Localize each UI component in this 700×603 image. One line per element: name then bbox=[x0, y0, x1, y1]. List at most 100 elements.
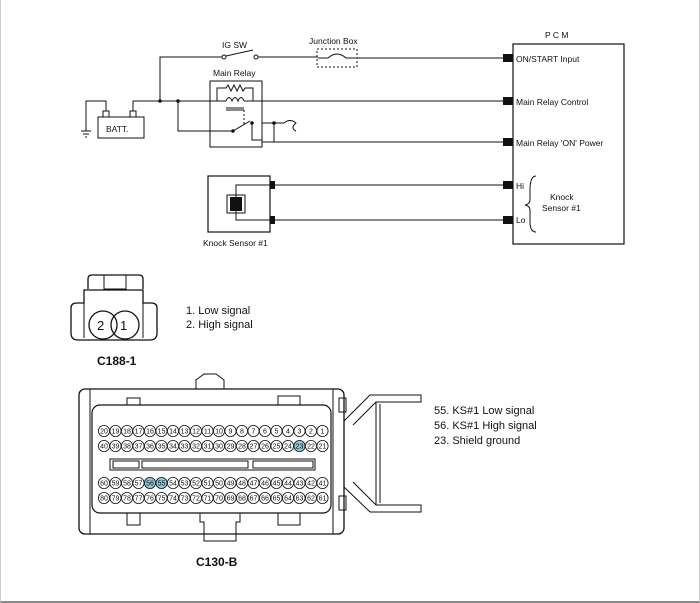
c130-pin-label-9: 9 bbox=[229, 428, 233, 435]
pcm-module: P C M ON/START Input Main Relay Control … bbox=[503, 30, 625, 245]
c130-name: C130-B bbox=[196, 555, 238, 569]
c130-pin-label-5: 5 bbox=[275, 428, 279, 435]
c130-pin-label-2: 2 bbox=[309, 428, 313, 435]
c130-pin-label-48: 48 bbox=[238, 480, 246, 487]
c130-pin-label-53: 53 bbox=[181, 480, 189, 487]
c130-pin-label-54: 54 bbox=[169, 480, 177, 487]
c130-pin-label-10: 10 bbox=[215, 428, 223, 435]
c130-pin-label-28: 28 bbox=[238, 443, 246, 450]
c130-pin-label-8: 8 bbox=[240, 428, 244, 435]
c130-pin-label-75: 75 bbox=[158, 495, 166, 502]
c130-pin-label-35: 35 bbox=[158, 443, 166, 450]
c130-pin-label-24: 24 bbox=[284, 443, 292, 450]
c130-pin-label-34: 34 bbox=[169, 443, 177, 450]
c130-pin-label-62: 62 bbox=[307, 495, 315, 502]
pcm-pin-on-start: ON/START Input bbox=[516, 54, 580, 64]
c130-pin-label-61: 61 bbox=[319, 495, 327, 502]
c188-name: C188-1 bbox=[97, 354, 137, 368]
c130-legend-1: 55. KS#1 Low signal bbox=[434, 405, 534, 417]
c130-pin-label-45: 45 bbox=[273, 480, 281, 487]
connector-c188-1: 2 1 C188-1 1. Low signal 2. High signal bbox=[70, 274, 253, 368]
c130-pin-label-36: 36 bbox=[146, 443, 154, 450]
knock-sensor-pcm-line2: Sensor #1 bbox=[542, 203, 581, 213]
power-wiring: BATT. IG SW Junction Box Main Relay bbox=[81, 36, 503, 148]
c130-pin-label-78: 78 bbox=[123, 495, 131, 502]
pcm-title: P C M bbox=[545, 30, 568, 40]
c130-pin-label-11: 11 bbox=[204, 428, 211, 435]
c130-pin-label-65: 65 bbox=[273, 495, 281, 502]
knock-sensor-pcm-line1: Knock bbox=[550, 192, 574, 202]
c130-pin-label-25: 25 bbox=[273, 443, 281, 450]
c130-pin-label-50: 50 bbox=[215, 480, 223, 487]
c130-pin-label-6: 6 bbox=[263, 428, 267, 435]
c130-pin-label-69: 69 bbox=[227, 495, 235, 502]
c130-pin-label-79: 79 bbox=[112, 495, 120, 502]
battery-label: BATT. bbox=[106, 124, 129, 134]
c130-pin-label-3: 3 bbox=[298, 428, 302, 435]
c130-pin-label-58: 58 bbox=[123, 480, 131, 487]
knock-sensor: Knock Sensor #1 bbox=[203, 175, 503, 248]
c130-legend-3: 23. Shield ground bbox=[434, 435, 520, 447]
c130-pin-label-38: 38 bbox=[123, 443, 131, 450]
c188-legend-2: 2. High signal bbox=[186, 319, 253, 331]
c130-pin-label-52: 52 bbox=[192, 480, 200, 487]
c130-pin-label-7: 7 bbox=[252, 428, 256, 435]
c130-pin-label-66: 66 bbox=[261, 495, 269, 502]
c130-pin-label-56: 56 bbox=[146, 480, 154, 487]
c130-pin-label-68: 68 bbox=[238, 495, 246, 502]
c130-pin-label-18: 18 bbox=[123, 428, 131, 435]
c130-pin-label-31: 31 bbox=[204, 443, 212, 450]
c130-pin-label-27: 27 bbox=[250, 443, 258, 450]
c130-pin-label-77: 77 bbox=[135, 495, 143, 502]
c188-pin-2: 2 bbox=[97, 318, 104, 333]
c188-pin-1: 1 bbox=[120, 318, 127, 333]
c130-pin-label-39: 39 bbox=[112, 443, 120, 450]
main-relay-label: Main Relay bbox=[213, 68, 256, 78]
knock-sensor-label: Knock Sensor #1 bbox=[203, 238, 268, 248]
c130-pin-label-22: 22 bbox=[307, 443, 315, 450]
c130-pin-label-43: 43 bbox=[296, 480, 304, 487]
c130-pin-label-37: 37 bbox=[135, 443, 143, 450]
c130-pin-label-17: 17 bbox=[135, 428, 143, 435]
c130-pin-label-12: 12 bbox=[192, 428, 200, 435]
pcm-pin-main-relay-on-power: Main Relay 'ON' Power bbox=[516, 138, 603, 148]
c130-pin-label-4: 4 bbox=[286, 428, 290, 435]
c130-pin-label-67: 67 bbox=[250, 495, 258, 502]
pcm-pin-lo: Lo bbox=[516, 215, 526, 225]
pcm-pin-main-relay-control: Main Relay Control bbox=[516, 97, 588, 107]
c130-pin-label-15: 15 bbox=[158, 428, 166, 435]
c130-pin-label-64: 64 bbox=[284, 495, 292, 502]
c130-pin-label-32: 32 bbox=[192, 443, 200, 450]
c130-pin-label-59: 59 bbox=[112, 480, 120, 487]
c130-pin-label-21: 21 bbox=[319, 443, 327, 450]
c130-pin-label-73: 73 bbox=[181, 495, 189, 502]
c130-pin-label-70: 70 bbox=[215, 495, 223, 502]
c130-pin-label-13: 13 bbox=[181, 428, 189, 435]
c130-pin-label-57: 57 bbox=[135, 480, 143, 487]
c130-pin-label-41: 41 bbox=[319, 480, 327, 487]
c130-pin-label-40: 40 bbox=[100, 443, 108, 450]
c130-legend-2: 56. KS#1 High signal bbox=[434, 420, 537, 432]
c130-pin-61 bbox=[316, 491, 329, 504]
c130-pin-label-33: 33 bbox=[181, 443, 189, 450]
c130-pin-label-76: 76 bbox=[146, 495, 154, 502]
c130-pin-label-72: 72 bbox=[192, 495, 200, 502]
c130-pin-label-60: 60 bbox=[100, 480, 108, 487]
c130-pin-1 bbox=[316, 424, 329, 437]
c130-pin-label-51: 51 bbox=[204, 480, 212, 487]
c130-pin-label-20: 20 bbox=[100, 428, 108, 435]
c130-pin-label-44: 44 bbox=[284, 480, 292, 487]
c188-legend-1: 1. Low signal bbox=[186, 305, 250, 317]
c130-pin-label-42: 42 bbox=[307, 480, 315, 487]
c130-pin-label-30: 30 bbox=[215, 443, 223, 450]
c130-pin-label-80: 80 bbox=[100, 495, 108, 502]
c130-pin-label-29: 29 bbox=[227, 443, 235, 450]
c130-pin-label-16: 16 bbox=[146, 428, 154, 435]
c130-pin-label-26: 26 bbox=[261, 443, 269, 450]
c130-pin-label-74: 74 bbox=[169, 495, 177, 502]
c130-pin-21 bbox=[316, 439, 329, 452]
c130-pin-label-19: 19 bbox=[112, 428, 120, 435]
